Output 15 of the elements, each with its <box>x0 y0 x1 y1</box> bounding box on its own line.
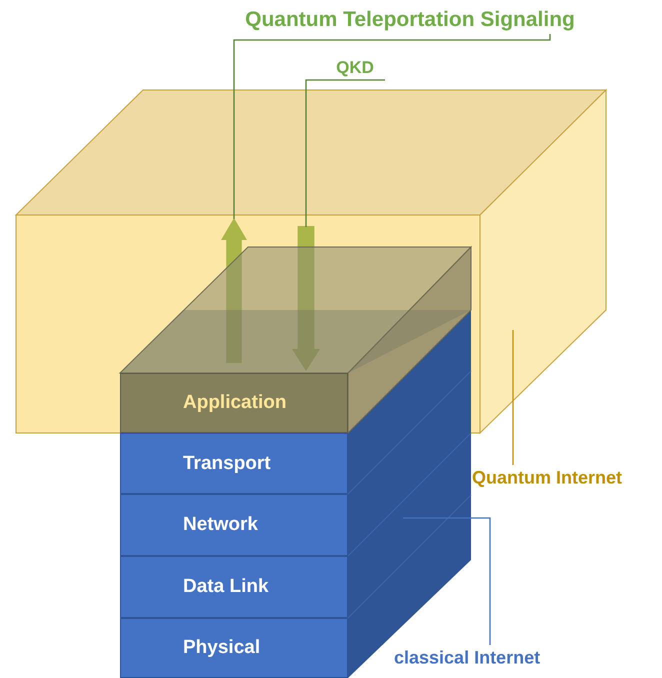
label-text: Quantum Teleportation Signaling <box>245 8 575 32</box>
down-arrow <box>292 226 320 371</box>
layer-box: Network <box>120 494 348 556</box>
leader-line <box>512 330 514 465</box>
leader-line <box>403 517 491 645</box>
up-arrow <box>221 218 247 363</box>
label-text: classical Internet <box>394 648 540 668</box>
layer-box: Transport <box>120 433 348 494</box>
layer-box: Data Link <box>120 556 348 618</box>
layer-box: Application <box>120 373 348 433</box>
leader-line <box>305 79 385 227</box>
label-text: Quantum Internet <box>472 468 622 488</box>
leader-line <box>233 34 551 219</box>
label-text: QKD <box>336 58 374 78</box>
layer-box: Physical <box>120 618 348 678</box>
